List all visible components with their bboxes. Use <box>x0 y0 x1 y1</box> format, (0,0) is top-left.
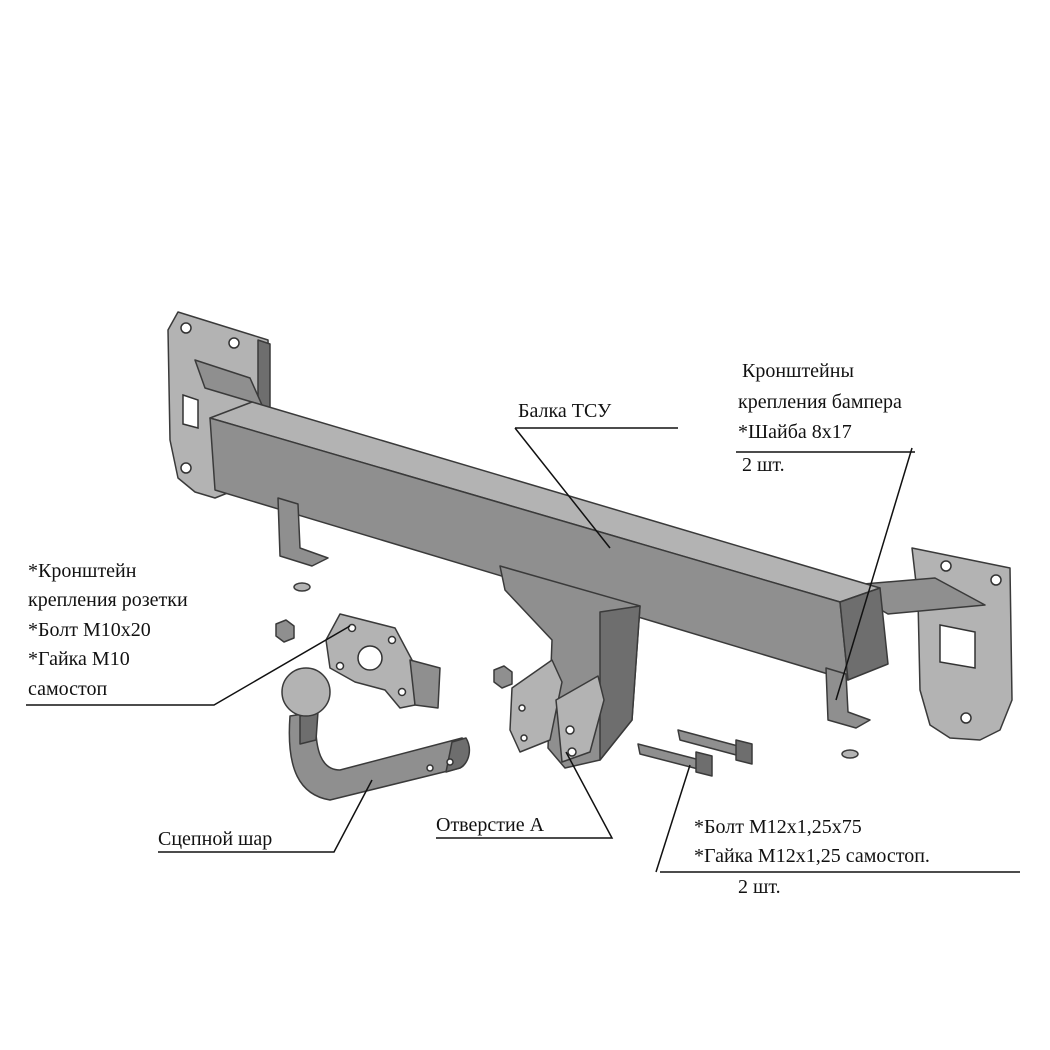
socket-bracket-icon <box>325 613 441 709</box>
label-beam: Балка ТСУ <box>518 400 612 422</box>
label-socket-bracket-3: *Болт М10х20 <box>28 619 151 641</box>
label-bumper-brackets-1: Кронштейны <box>742 360 854 382</box>
label-bumper-brackets-2: крепления бампера <box>738 391 902 413</box>
label-bumper-brackets-3: *Шайба 8х17 <box>738 421 852 443</box>
label-socket-bracket-4: *Гайка М10 <box>28 648 130 670</box>
nut-icon <box>275 619 513 689</box>
label-bolts-1: *Болт М12х1,25х75 <box>694 816 862 838</box>
ball-mount-bracket-icon <box>499 565 641 769</box>
leader-lines <box>26 427 1020 873</box>
hitch-ball-icon <box>281 667 471 801</box>
label-hole-a: Отверстие А <box>436 814 545 836</box>
bolt-icon <box>637 729 753 777</box>
label-bumper-brackets-4: 2 шт. <box>742 454 785 476</box>
label-hitch-ball: Сцепной шар <box>158 828 273 850</box>
label-socket-bracket-1: *Кронштейн <box>28 560 137 582</box>
tow-beam-icon <box>209 401 889 729</box>
label-socket-bracket-2: крепления розетки <box>28 589 188 611</box>
left-mount-plate-icon <box>167 311 271 499</box>
label-socket-bracket-5: самостоп <box>28 678 108 700</box>
washer-icon <box>293 582 859 759</box>
label-bolts-3: 2 шт. <box>738 876 781 898</box>
label-bolts-2: *Гайка М12х1,25 самостоп. <box>694 845 930 867</box>
